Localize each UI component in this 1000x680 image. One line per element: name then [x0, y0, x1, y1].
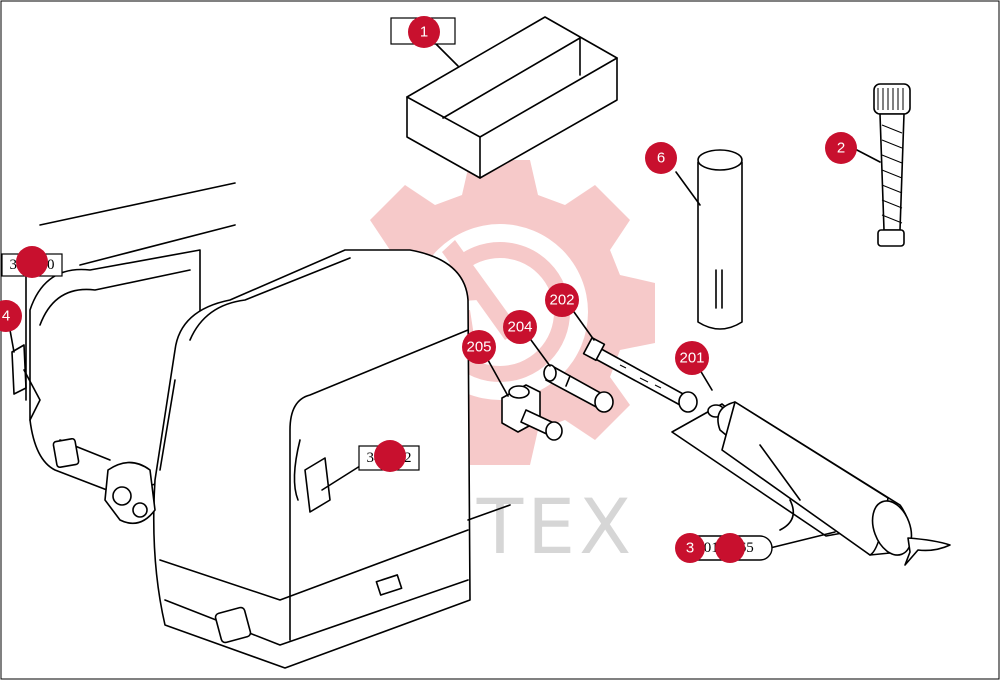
part-hose	[873, 83, 911, 247]
leader-lines	[9, 31, 881, 549]
callout-3: 3	[675, 533, 705, 563]
callout-4: 4	[0, 300, 22, 332]
part-clamp-205	[501, 384, 563, 441]
part-pin-202	[582, 336, 698, 413]
callout-6: 6	[645, 142, 677, 174]
svg-text:202: 202	[549, 292, 574, 309]
machine-front-cover	[104, 249, 511, 669]
part-box	[406, 16, 618, 179]
svg-text:201: 201	[679, 350, 704, 367]
part-cylinder	[697, 149, 743, 330]
callout-204: 204	[503, 310, 537, 344]
callout-35060-marker	[16, 246, 48, 278]
part-grease-gun	[671, 401, 951, 566]
callout-2: 2	[825, 132, 857, 164]
svg-text:3: 3	[686, 540, 694, 557]
part-pin-204	[543, 364, 614, 413]
callout-3b	[715, 533, 745, 563]
callout-205: 205	[462, 330, 496, 364]
svg-text:4: 4	[2, 308, 10, 325]
svg-text:6: 6	[657, 150, 665, 167]
callout-34022-marker	[374, 440, 406, 472]
callout-1: 1	[408, 16, 440, 48]
svg-text:204: 204	[507, 319, 532, 336]
callout-201: 201	[675, 341, 709, 375]
callout-202: 202	[545, 283, 579, 317]
svg-text:205: 205	[466, 339, 491, 356]
svg-text:2: 2	[837, 140, 845, 157]
svg-text:1: 1	[420, 24, 428, 41]
